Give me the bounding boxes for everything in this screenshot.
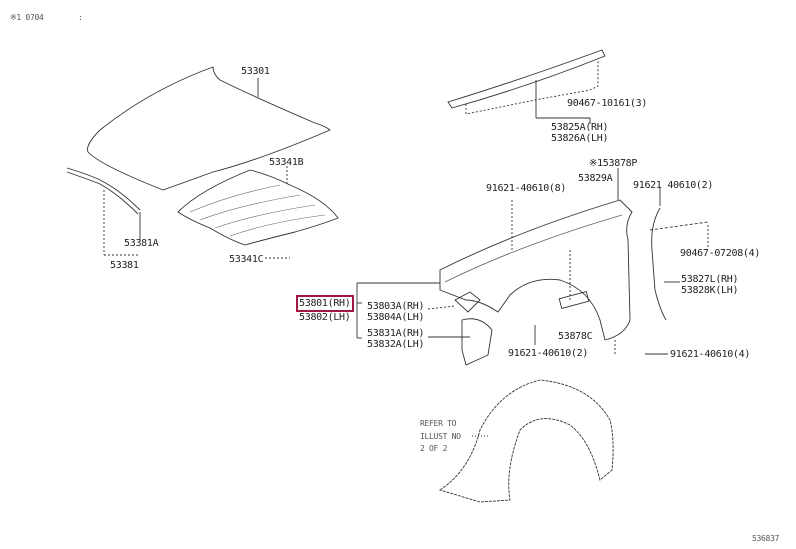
part-label-hood[interactable]: 53301 xyxy=(241,66,270,77)
part-label-insulator-clip[interactable]: 53341C xyxy=(229,254,264,265)
header-code: ※1 0704 xyxy=(10,13,44,22)
part-label-bolt-4[interactable]: 91621-40610(4) xyxy=(670,349,751,360)
cowl-seal-drawing xyxy=(447,49,606,109)
diagram-id: 536837 xyxy=(752,534,780,543)
part-label-seal-lh[interactable]: 53828K(LH) xyxy=(681,285,739,296)
fender-drawing xyxy=(439,199,633,341)
fender-liner-drawing xyxy=(438,379,614,503)
reference-note-line-1: REFER TO xyxy=(420,419,457,428)
part-label-clip-10161[interactable]: 90467-10161(3) xyxy=(567,98,648,109)
part-label-pad-p[interactable]: ※153878P xyxy=(589,158,638,169)
part-label-support-rh[interactable]: 53831A(RH) xyxy=(367,328,425,339)
header-mark: : xyxy=(78,13,83,22)
part-label-hood-seal[interactable]: 53381 xyxy=(110,260,139,271)
part-label-bracket-rh[interactable]: 53803A(RH) xyxy=(367,301,425,312)
part-label-hood-insulator[interactable]: 53341B xyxy=(269,157,304,168)
part-label-hood-seal-clip[interactable]: 53381A xyxy=(124,238,159,249)
reference-note-line-2: ILLUST NO xyxy=(420,432,461,441)
part-label-cowl-seal-lh[interactable]: 53826A(LH) xyxy=(551,133,609,144)
reference-note-line-3: 2 OF 2 xyxy=(420,444,448,453)
bracket-drawing xyxy=(454,291,481,313)
part-label-bolt-2-top[interactable]: 91621 40610(2) xyxy=(633,180,714,191)
insulator-drawing xyxy=(177,169,339,246)
part-label-bolt-8[interactable]: 91621-40610(8) xyxy=(486,183,567,194)
hood-seal-drawing xyxy=(66,167,141,215)
support-drawing xyxy=(461,318,493,366)
part-label-fender-lh[interactable]: 53802(LH) xyxy=(299,312,351,323)
part-label-cowl-seal-rh[interactable]: 53825A(RH) xyxy=(551,122,609,133)
fender-seal-drawing xyxy=(651,207,667,321)
part-label-pad-53829a[interactable]: 53829A xyxy=(578,173,613,184)
hood-drawing xyxy=(87,66,331,191)
part-label-bolt-2-bottom[interactable]: 91621-40610(2) xyxy=(508,348,589,359)
part-label-pad-c[interactable]: 53878C xyxy=(558,331,593,342)
part-label-bracket-lh[interactable]: 53804A(LH) xyxy=(367,312,425,323)
part-label-clip-07208[interactable]: 90467-07208(4) xyxy=(680,248,761,259)
part-label-support-lh[interactable]: 53832A(LH) xyxy=(367,339,425,350)
part-label-seal-rh[interactable]: 53827L(RH) xyxy=(681,274,739,285)
part-label-fender-rh-highlighted[interactable]: 53801(RH) xyxy=(296,295,354,312)
